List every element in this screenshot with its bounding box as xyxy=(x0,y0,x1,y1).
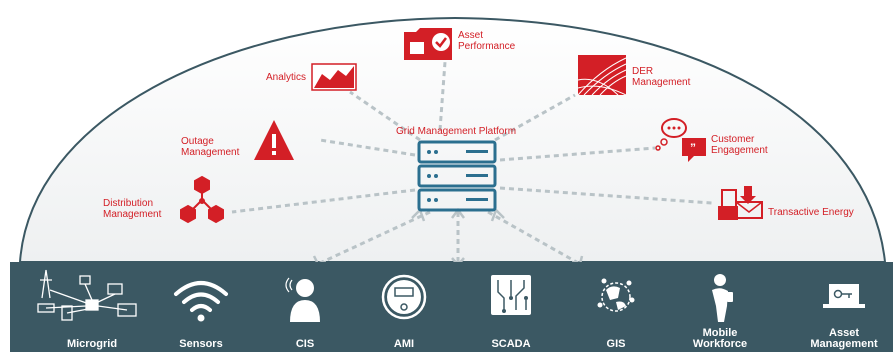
dome-background xyxy=(18,16,887,263)
analytics-label-line1: Analytics xyxy=(265,72,306,83)
chat-bubbles-icon: ” xyxy=(655,118,706,162)
circuit-board-icon xyxy=(491,275,531,315)
der-management-label-line2: Management xyxy=(632,77,691,88)
asset-performance-label-line2: Performance xyxy=(458,41,516,52)
globe-pins-icon xyxy=(597,278,635,312)
transactive-energy-icon xyxy=(718,186,763,220)
person-icon xyxy=(290,279,320,322)
mobile-workforce-label-line1: Mobile xyxy=(702,327,738,339)
analytics-icon xyxy=(311,63,357,91)
microgrid-label: Microgrid xyxy=(66,338,118,350)
bar-item-ami: AMI xyxy=(359,339,449,350)
systems-bar xyxy=(10,262,893,352)
bar-item-cis: CIS xyxy=(260,339,350,350)
wifi-dot-icon xyxy=(197,314,205,322)
mobile-workforce-label-line2: Workforce xyxy=(692,338,748,350)
customer-engagement-label: Customer Engagement xyxy=(711,134,768,156)
distribution-management-label-line1: Distribution xyxy=(103,198,154,209)
gis-label: GIS xyxy=(606,338,626,350)
transactive-energy-label-line1: Transactive Energy xyxy=(768,207,854,218)
outage-management-label-line2: Management xyxy=(181,147,240,158)
customer-engagement-label-line1: Customer xyxy=(711,134,755,145)
bar-item-asset-management: Asset Management xyxy=(799,328,889,350)
distribution-management-label: Distribution Management xyxy=(103,198,161,220)
connector-lines xyxy=(231,61,713,266)
scada-label: SCADA xyxy=(491,338,531,350)
network-nodes-icon xyxy=(180,175,224,224)
bar-item-scada: SCADA xyxy=(466,339,556,350)
sensors-label: Sensors xyxy=(179,338,223,350)
asset-performance-label-line1: Asset xyxy=(458,30,484,41)
bar-item-mobile-workforce: Mobile Workforce xyxy=(675,328,765,350)
signal-waves-icon xyxy=(285,277,293,293)
customer-engagement-label-line2: Engagement xyxy=(711,145,768,156)
svg-text:”: ” xyxy=(690,141,696,155)
server-indicators xyxy=(427,150,488,202)
server-icon xyxy=(417,140,497,212)
der-management-label: DER Management xyxy=(632,66,690,88)
asset-management-label-line1: Asset xyxy=(829,327,859,339)
warning-icon xyxy=(254,120,294,160)
asset-management-label-line2: Management xyxy=(810,338,878,350)
transactive-energy-label: Transactive Energy xyxy=(768,207,854,218)
analytics-label: Analytics xyxy=(230,72,306,83)
asset-performance-icon xyxy=(404,28,452,60)
microgrid-icon xyxy=(37,269,137,321)
laptop-icon xyxy=(823,284,865,308)
ami-label: AMI xyxy=(393,338,415,350)
der-management-label-line1: DER xyxy=(632,66,654,77)
outage-management-label: Outage Management xyxy=(181,136,239,158)
wifi-icon xyxy=(174,281,228,312)
bar-item-microgrid: Microgrid xyxy=(47,339,137,350)
asset-performance-label: Asset Performance xyxy=(458,30,515,52)
meter-icon xyxy=(381,274,427,320)
der-management-icon xyxy=(577,55,627,96)
platform-label: Grid Management Platform xyxy=(395,126,517,137)
bar-item-gis: GIS xyxy=(571,339,661,350)
cis-label: CIS xyxy=(295,338,315,350)
bar-item-sensors: Sensors xyxy=(156,339,246,350)
distribution-management-label-line2: Management xyxy=(103,209,162,220)
outage-management-label-line1: Outage xyxy=(181,136,214,147)
mobile-worker-icon xyxy=(712,274,733,322)
